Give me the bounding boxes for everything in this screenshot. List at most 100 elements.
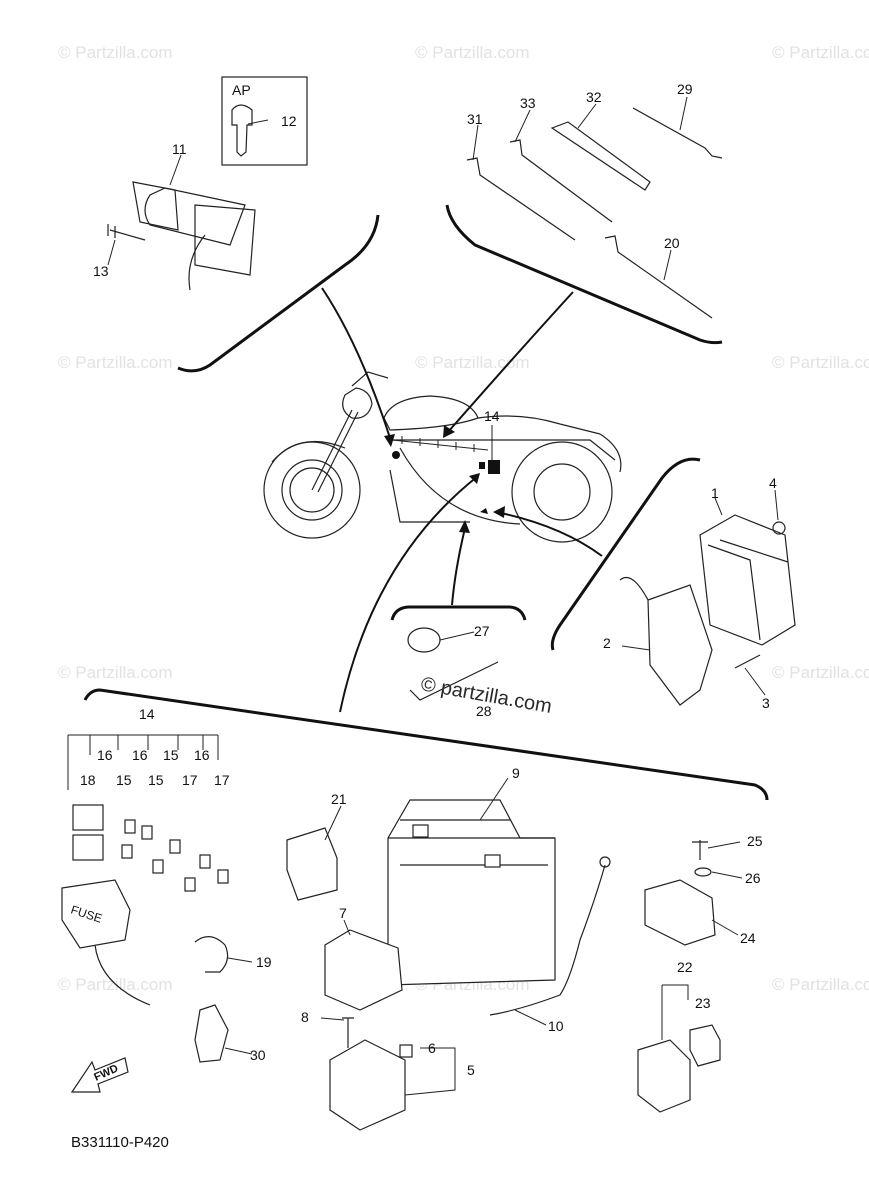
nut-4: [772, 521, 786, 535]
arrow-head: [493, 506, 505, 518]
leader-line: [320, 1017, 345, 1021]
rear-wheel: [511, 441, 613, 543]
callout-14-bottom: 14: [139, 706, 155, 722]
section-boundaries: [83, 204, 769, 801]
callout-23: 23: [695, 995, 711, 1011]
cable-ties: [466, 107, 723, 319]
callout-30: 30: [250, 1047, 266, 1063]
relay-marker: [479, 462, 485, 469]
leader-line: [247, 119, 269, 125]
leader-line: [324, 805, 342, 841]
regulator-body: [699, 514, 796, 646]
callout-18: 18: [80, 772, 96, 788]
battery: [387, 799, 556, 986]
leader-line: [663, 249, 672, 281]
band-28: [409, 661, 499, 701]
callout-4: 4: [769, 475, 777, 491]
battery-lid: [388, 819, 555, 866]
leader-line: [514, 1009, 547, 1026]
tie-29: [632, 107, 723, 159]
front-wheel-hub: [281, 459, 343, 521]
leader-line: [679, 96, 688, 131]
callout-3: 3: [762, 695, 770, 711]
fwd-arrow: [70, 1057, 129, 1093]
leader-line: [714, 497, 723, 516]
leader-line: [711, 919, 739, 936]
front-fender: [271, 441, 346, 463]
cable-terminal: [599, 856, 611, 868]
callout-15: 15: [148, 772, 164, 788]
arrow-key-switch: [321, 287, 391, 439]
callout-6: 6: [428, 1040, 436, 1056]
key-box-label: AP: [232, 82, 251, 98]
fuse-box-assembly: FUSE: [61, 734, 229, 1006]
leader-line: [224, 1047, 253, 1055]
frame: [389, 439, 616, 525]
callout-25: 25: [747, 833, 763, 849]
callout-31: 31: [467, 111, 483, 127]
arrow-ties: [447, 291, 574, 433]
switch-body: [144, 187, 246, 246]
connector-22: [637, 1039, 691, 1113]
boundary-right: [550, 457, 701, 651]
relay-18-base: [72, 834, 104, 861]
diagram-code: B331110-P420: [71, 1134, 169, 1151]
leader-line: [707, 841, 741, 849]
bracket-2: [647, 584, 713, 706]
callout-33: 33: [520, 95, 536, 111]
callout-20: 20: [664, 235, 680, 251]
harness-ticks: [401, 436, 475, 452]
callout-24: 24: [740, 930, 756, 946]
boundary-top-right: [445, 204, 723, 345]
sensor-24: [644, 879, 716, 946]
callout-15: 15: [163, 747, 179, 763]
tie-20: [604, 235, 713, 319]
key-switch-marker: [392, 451, 400, 459]
clamp-30: [194, 1004, 229, 1063]
clamps: [194, 936, 229, 1063]
rectifier-regulator: [619, 514, 796, 706]
fuse-6: [399, 1044, 413, 1058]
arrow-clamp: [451, 527, 466, 606]
arrow-head: [459, 520, 470, 533]
starter-relay-5: [329, 1039, 406, 1131]
tie-31: [466, 157, 576, 241]
callout-10: 10: [548, 1018, 564, 1034]
key-box-frame: [221, 76, 308, 166]
callout-29: 29: [677, 81, 693, 97]
boundary-bottom: [83, 688, 769, 801]
callout-26: 26: [745, 870, 761, 886]
boundary-center-box: [390, 605, 527, 621]
arrow-head: [384, 434, 395, 447]
callout-17: 17: [214, 772, 230, 788]
regulator-marker: [480, 508, 488, 514]
fuse-16: [141, 825, 153, 840]
callout-8: 8: [301, 1009, 309, 1025]
fuse-box-housing: [61, 879, 131, 949]
callout-28: 28: [476, 703, 492, 719]
callout-17: 17: [182, 772, 198, 788]
watermark: © Partzilla.com: [58, 353, 173, 372]
arrows: [321, 287, 603, 713]
wire-harness: [391, 439, 489, 451]
bolt-3: [734, 654, 761, 669]
rear-fender: [599, 433, 622, 473]
callout-13: 13: [93, 263, 109, 279]
relay-21: [286, 827, 338, 901]
callout-32: 32: [586, 89, 602, 105]
handlebar: [351, 371, 389, 387]
bracket-loop: [619, 576, 649, 601]
callout-7: 7: [339, 905, 347, 921]
arrow-head: [443, 425, 455, 438]
connector-23: [689, 1024, 721, 1067]
watermark: © Partzilla.com: [58, 43, 173, 62]
screw-25: [692, 840, 708, 860]
watermark: © Partzilla.com: [772, 353, 869, 372]
leader-line: [744, 667, 766, 696]
fuse-17: [217, 869, 229, 884]
fuse-box-marker: [488, 460, 500, 474]
rear-wheel-hub: [533, 463, 591, 521]
tie-33: [509, 139, 613, 223]
key-icon: [231, 104, 253, 157]
